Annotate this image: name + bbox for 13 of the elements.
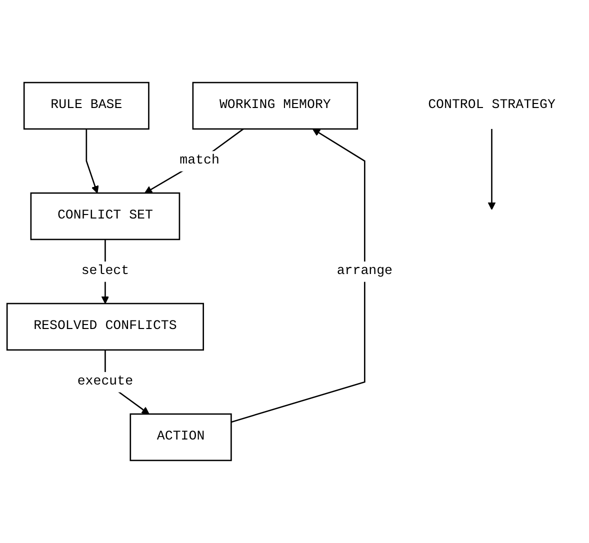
process-box: WORKING MEMORY — [192, 82, 358, 130]
edge-label: match — [180, 151, 220, 171]
edge-label: arrange — [336, 262, 393, 282]
arrow — [230, 128, 366, 423]
arrow — [488, 128, 496, 210]
text-label: CONTROL STRATEGY — [428, 98, 556, 113]
process-box: CONFLICT SET — [30, 192, 180, 240]
arrow — [86, 128, 99, 194]
process-box: RULE BASE — [23, 82, 150, 130]
process-box: ACTION — [130, 413, 232, 462]
edge-label: select — [81, 262, 130, 282]
edge-label: execute — [77, 372, 134, 392]
process-box: RESOLVED CONFLICTS — [6, 302, 204, 351]
